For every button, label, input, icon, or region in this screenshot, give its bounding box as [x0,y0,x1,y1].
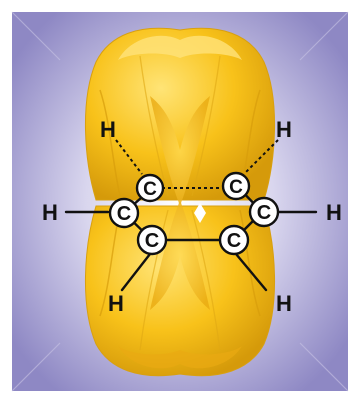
carbon-label-5: C [229,177,243,198]
carbon-atom-6 [248,196,280,228]
hydrogen-label-1: H [100,117,116,142]
bond-c4-h6 [234,252,268,292]
hydrogen-label-2: H [276,117,292,142]
rear-bonds [115,139,279,189]
bond-h2-c5 [245,139,279,173]
carbon-label-2: C [143,179,157,200]
bond-c3-h5 [120,252,152,292]
bond-h1-c2 [115,139,143,175]
carbon-atoms [108,171,280,256]
pi-cloud-top [85,27,275,206]
hydrogen-label-4: H [326,200,342,225]
background-corner-lines [11,11,349,392]
carbon-atom-1 [108,197,140,229]
ring-center-gap [194,203,206,223]
carbon-atom-5 [221,171,251,201]
carbon-label-1: C [117,203,131,225]
carbon-label-4: C [227,230,241,252]
hydrogen-label-5: H [108,291,124,316]
carbon-label-6: C [257,202,271,224]
hydrogen-label-6: H [276,291,292,316]
carbon-atom-3 [136,224,168,256]
carbon-label-3: C [145,230,159,252]
hydrogen-label-3: H [42,200,58,225]
carbon-atom-4 [218,224,250,256]
atom-labels: C C C C C C H H H H H H [42,117,342,316]
carbon-atom-2 [135,173,165,203]
